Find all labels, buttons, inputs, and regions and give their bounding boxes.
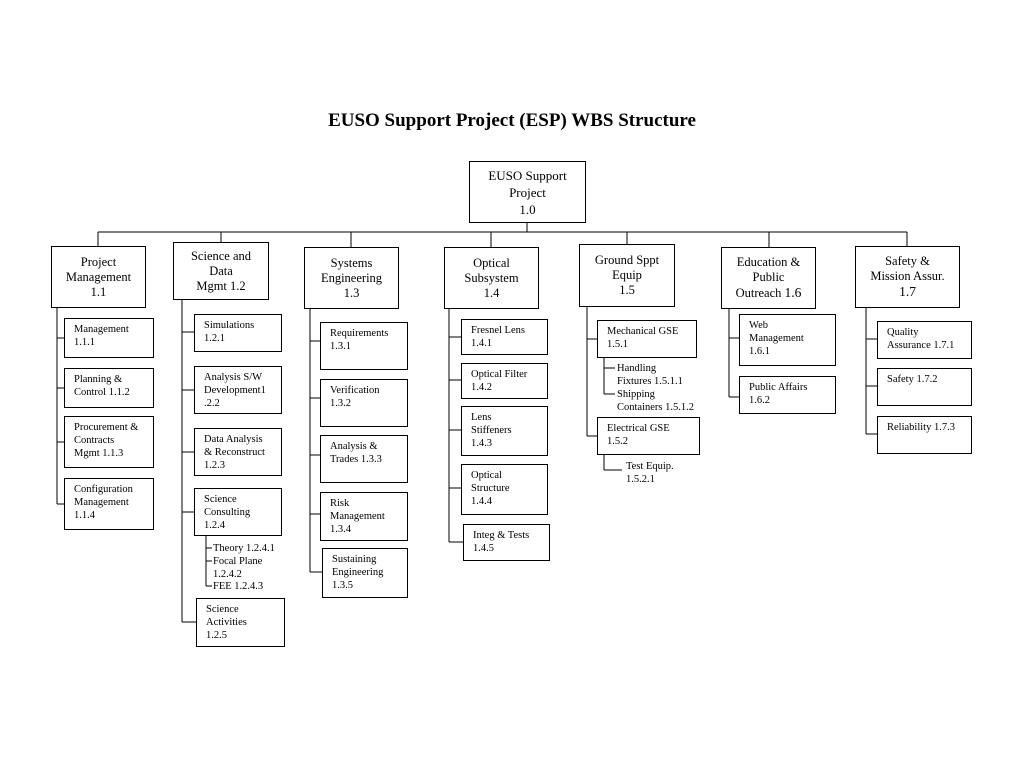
node-public-affairs: Public Affairs 1.6.2 xyxy=(739,376,836,414)
node-fresnel-lens: Fresnel Lens 1.4.1 xyxy=(461,319,548,355)
branch-education-label: Education & Public Outreach xyxy=(735,255,801,300)
node-management: Management 1.1.1 xyxy=(64,318,154,358)
chart-title: EUSO Support Project (ESP) WBS Structure xyxy=(328,110,696,131)
node-safety: Safety 1.7.2 xyxy=(877,368,972,406)
branch-optical-subsystem: Optical Subsystem 1.4 xyxy=(444,247,539,309)
node-simulations: Simulations 1.2.1 xyxy=(194,314,282,352)
branch-education-number: 1.6 xyxy=(784,285,802,300)
node-lens-stiffeners: Lens Stiffeners 1.4.3 xyxy=(461,406,548,456)
branch-systems-engineering: Systems Engineering 1.3 xyxy=(304,247,399,309)
node-quality-assurance: Quality Assurance 1.7.1 xyxy=(877,321,972,359)
node-risk-management: Risk Management 1.3.4 xyxy=(320,492,408,541)
node-sustaining-engineering: Sustaining Engineering 1.3.5 xyxy=(322,548,408,598)
node-optical-filter: Optical Filter 1.4.2 xyxy=(461,363,548,399)
node-optical-structure: Optical Structure 1.4.4 xyxy=(461,464,548,515)
branch-education-public-outreach: Education & Public Outreach 1.6 xyxy=(721,247,816,309)
node-analysis-trades: Analysis & Trades 1.3.3 xyxy=(320,435,408,483)
sub-node-theory: Theory 1.2.4.1 xyxy=(213,543,275,554)
branch-safety-number: 1.7 xyxy=(899,284,916,299)
sub-node-fee: FEE 1.2.4.3 xyxy=(213,581,264,592)
sub-node-handling-fixtures: Handling Fixtures 1.5.1.1 xyxy=(617,363,683,387)
sub-node-test-equip: Test Equip. 1.5.2.1 xyxy=(626,461,674,485)
sub-node-shipping-containers: Shipping Containers 1.5.1.2 xyxy=(617,389,694,413)
node-requirements: Requirements 1.3.1 xyxy=(320,322,408,370)
node-mechanical-gse: Mechanical GSE 1.5.1 xyxy=(597,320,697,358)
node-web-management: Web Management 1.6.1 xyxy=(739,314,836,366)
branch-project-management: Project Management 1.1 xyxy=(51,246,146,308)
node-science-consulting: Science Consulting 1.2.4 xyxy=(194,488,282,536)
node-analysis-sw-development: Analysis S/W Development1 .2.2 xyxy=(194,366,282,414)
node-verification: Verification 1.3.2 xyxy=(320,379,408,427)
node-configuration-management: Configuration Management 1.1.4 xyxy=(64,478,154,530)
sub-node-focal-plane: Focal Plane 1.2.4.2 xyxy=(213,556,263,580)
node-electrical-gse: Electrical GSE 1.5.2 xyxy=(597,417,700,455)
root-node-euso-support-project: EUSO Support Project 1.0 xyxy=(469,161,586,223)
node-reliability: Reliability 1.7.3 xyxy=(877,416,972,454)
branch-safety-mission-assur: Safety & Mission Assur.1.7 xyxy=(855,246,960,308)
branch-safety-label: Safety & Mission Assur. xyxy=(870,254,945,283)
node-procurement-contracts: Procurement & Contracts Mgmt 1.1.3 xyxy=(64,416,154,468)
node-planning-control: Planning & Control 1.1.2 xyxy=(64,368,154,408)
node-science-activities: Science Activities 1.2.5 xyxy=(196,598,285,647)
node-integ-tests: Integ & Tests 1.4.5 xyxy=(463,524,550,561)
branch-ground-sppt-equip: Ground Sppt Equip 1.5 xyxy=(579,244,675,307)
branch-science-data-mgmt: Science and Data Mgmt 1.2 xyxy=(173,242,269,300)
node-data-analysis-reconstruct: Data Analysis & Reconstruct 1.2.3 xyxy=(194,428,282,476)
